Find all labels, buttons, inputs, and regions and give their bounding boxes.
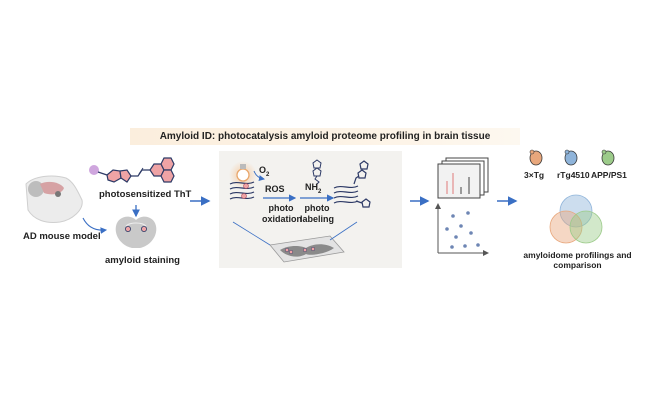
arrow-mouse-to-staining bbox=[82, 217, 108, 234]
mouse-app-ps1-icon bbox=[601, 149, 615, 166]
photo-labeling-line2: labeling bbox=[299, 214, 334, 224]
ros-label: ROS bbox=[265, 184, 285, 194]
venn-diagram bbox=[549, 194, 603, 244]
o2-label: O2 bbox=[259, 165, 269, 178]
title-banner: Amyloid ID: photocatalysis amyloid prote… bbox=[130, 128, 520, 145]
scatter-plot-icon bbox=[435, 203, 489, 256]
comparison-label: amyloidome profilings and comparison bbox=[520, 250, 635, 270]
comparison-line2: comparison bbox=[553, 260, 602, 270]
photo-oxidation-label: photo oxidation bbox=[262, 203, 302, 225]
staining-label: amyloid staining bbox=[105, 255, 180, 266]
nh2-subscript: 2 bbox=[318, 188, 322, 195]
banner-title: Amyloid ID: photocatalysis amyloid prote… bbox=[159, 131, 491, 142]
mouse-model-label: AD mouse model bbox=[23, 231, 101, 242]
photo-labeling-line1: photo bbox=[304, 203, 330, 213]
model-label-app-ps1: APP/PS1 bbox=[591, 170, 627, 180]
venn-circle-3xtg bbox=[549, 210, 583, 244]
mouse-head-icon bbox=[25, 175, 83, 223]
o2-text: O bbox=[259, 165, 267, 175]
photo-oxidation-line2: oxidation bbox=[262, 214, 302, 224]
tht-molecule-icon bbox=[89, 157, 175, 183]
light-bulb-icon bbox=[229, 161, 257, 189]
mouse-rtg4510-icon bbox=[564, 149, 578, 166]
oxidation-site-marker bbox=[241, 193, 247, 199]
nh2-text: NH bbox=[305, 182, 318, 192]
arrow-o2-to-ros bbox=[253, 170, 265, 181]
venn-circle-rtg4510 bbox=[559, 194, 593, 228]
tissue-slide-icon bbox=[269, 235, 345, 263]
model-label-rtg4510: rTg4510 bbox=[557, 170, 590, 180]
o2-subscript: 2 bbox=[266, 171, 270, 178]
model-label-3xtg: 3×Tg bbox=[524, 170, 545, 180]
zoom-line-left bbox=[232, 221, 271, 246]
labeled-fibril-icon bbox=[333, 160, 371, 208]
photo-labeling-label: photo labeling bbox=[299, 203, 335, 225]
nh2-label: NH2 bbox=[305, 182, 321, 195]
zoom-line-right bbox=[329, 221, 358, 241]
venn-circle-app-ps1 bbox=[569, 210, 603, 244]
probe-label: photosensitized ThT bbox=[99, 189, 192, 200]
labeling-probe-icon bbox=[312, 159, 322, 186]
ms-spectra-icon bbox=[437, 157, 489, 199]
amyloid-fibril-icon bbox=[229, 181, 255, 200]
photo-oxidation-line1: photo bbox=[268, 203, 294, 213]
mouse-3xtg-icon bbox=[529, 149, 543, 166]
brain-slice-icon bbox=[115, 216, 157, 248]
comparison-line1: amyloidome profilings and bbox=[523, 250, 632, 260]
oxidation-site-marker bbox=[243, 183, 249, 189]
